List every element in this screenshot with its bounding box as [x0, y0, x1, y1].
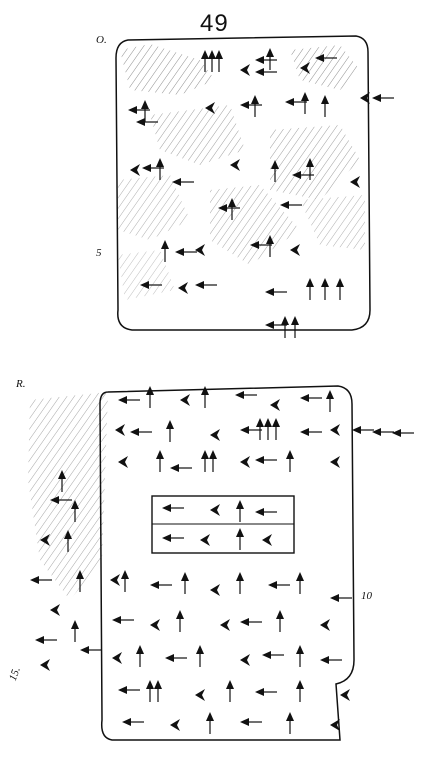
reverse-label: R.: [16, 378, 26, 390]
obverse-tablet: [115, 35, 395, 339]
plate-number: 49: [200, 10, 229, 37]
reverse-tablet: [28, 385, 415, 741]
obverse-label: O.: [96, 34, 107, 46]
obverse-line-5-marker: 5: [96, 247, 102, 259]
reverse-line-10-marker: 10: [361, 590, 372, 602]
